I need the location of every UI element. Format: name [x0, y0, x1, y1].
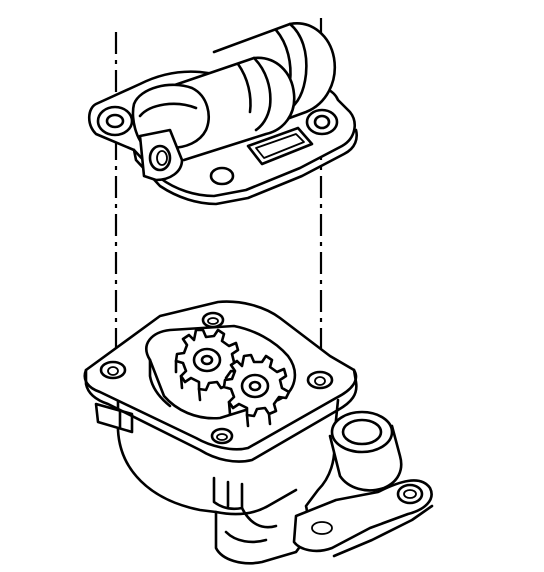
- cover-port-rect: [246, 126, 314, 166]
- body-foot-hole: [396, 483, 424, 505]
- driven-gear-hub: [240, 373, 270, 399]
- body-bolt-hole-bottom: [210, 427, 234, 445]
- cover-bolt-boss-right: [305, 108, 339, 136]
- driven-gear: [222, 353, 291, 418]
- drive-gear-hub: [192, 347, 222, 373]
- pump-cover: [87, 22, 358, 206]
- cover-small-hole: [209, 166, 235, 186]
- body-outlet-opening: [330, 410, 394, 454]
- drive-gear: [174, 328, 243, 392]
- body-bolt-hole-right: [306, 370, 334, 390]
- cover-bolt-hole-right: [313, 114, 331, 130]
- cover-bolt-hole-left: [105, 113, 125, 129]
- cover-bolt-boss-left: [96, 105, 134, 137]
- pump-body: [83, 300, 434, 565]
- body-bolt-hole-left: [99, 360, 127, 380]
- body-flange-edge: [84, 368, 358, 463]
- cover-flange-edge: [132, 128, 358, 206]
